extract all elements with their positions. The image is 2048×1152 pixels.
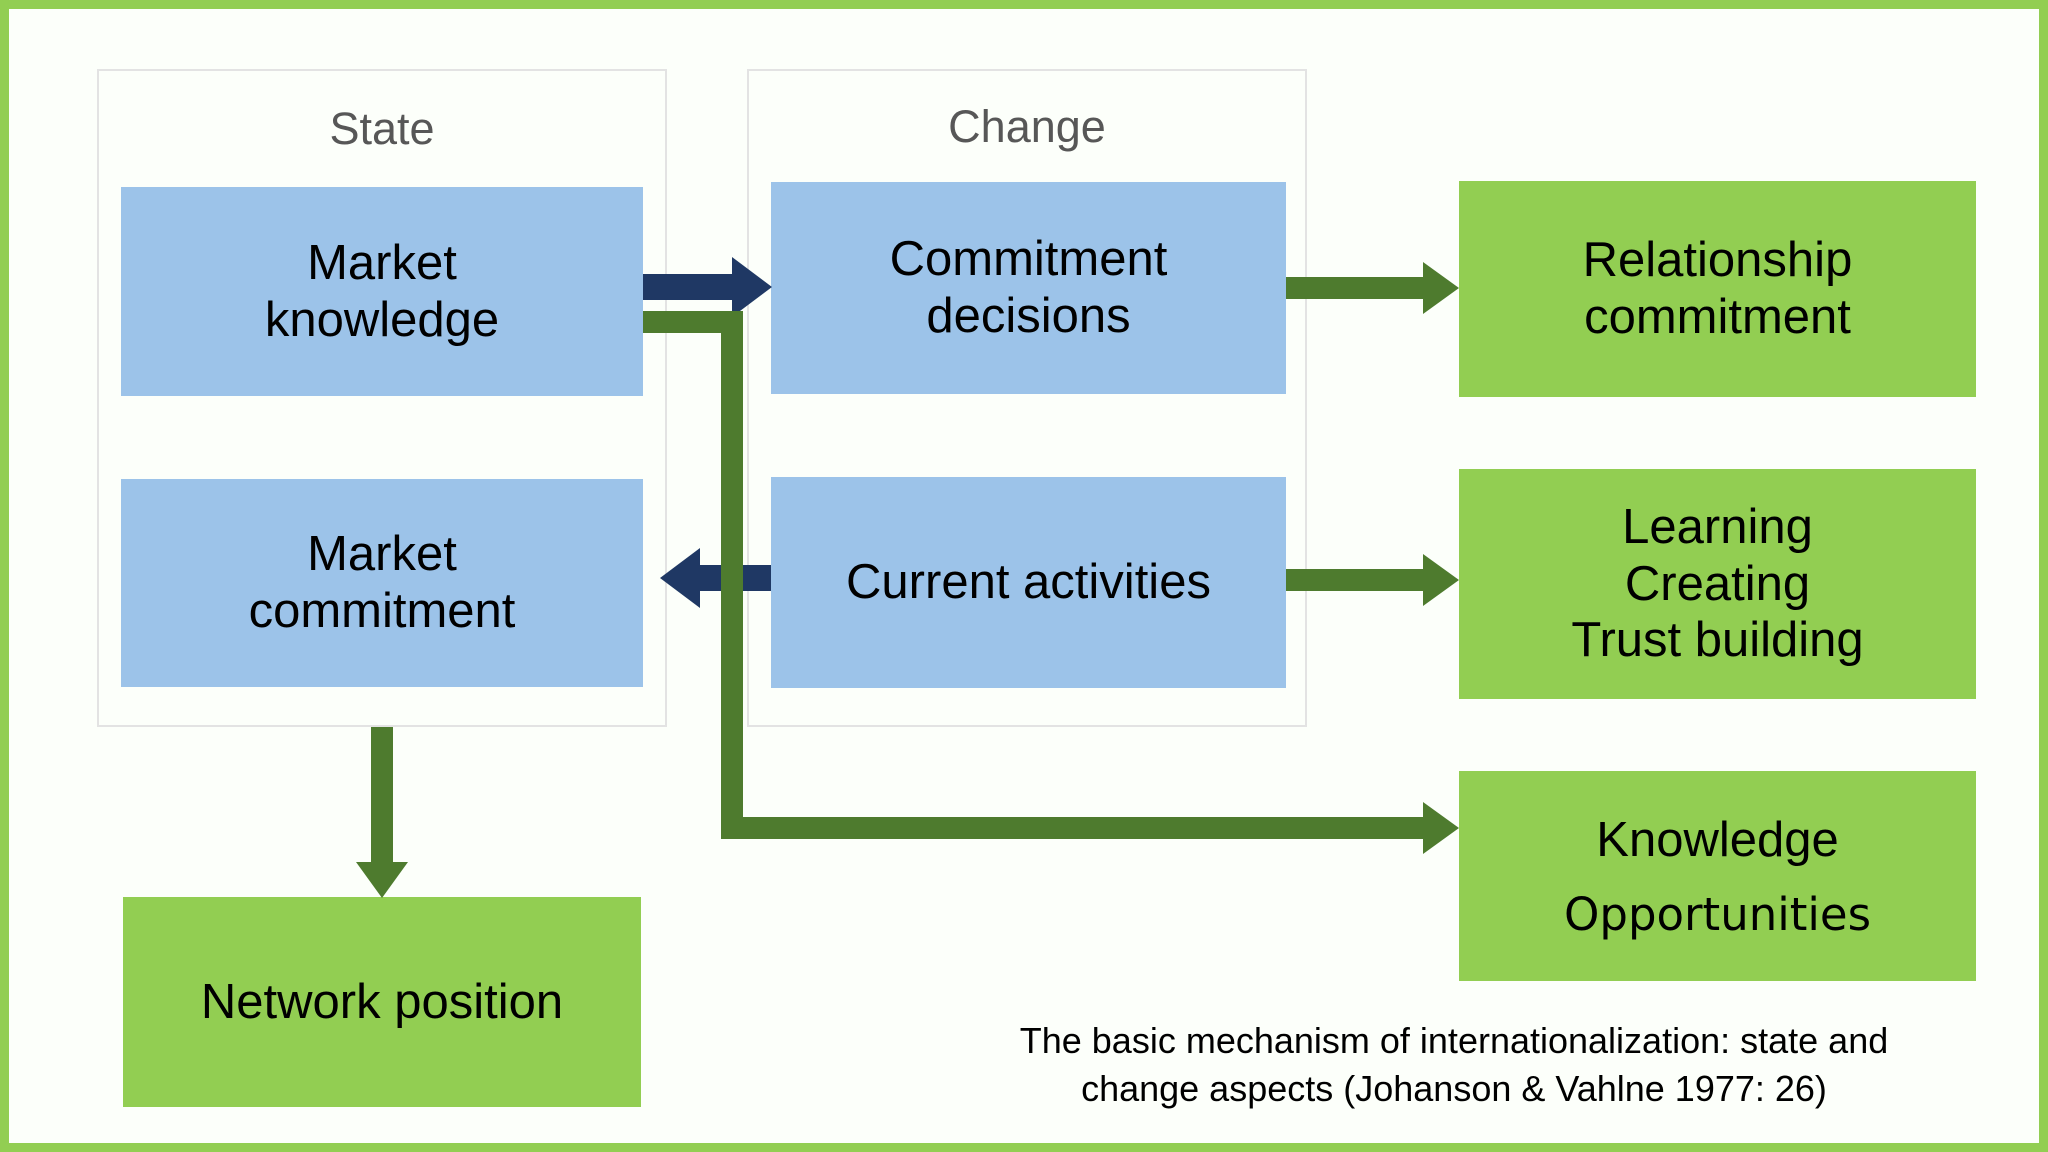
arrow-activities-to-learning-shaft	[1286, 569, 1426, 591]
box-learning-creating-trust-line1: Learning	[1622, 499, 1813, 554]
box-market-knowledge-text: Market knowledge	[121, 235, 643, 349]
box-network-position-line1: Network position	[200, 974, 564, 1029]
box-learning-creating-trust-text: Learning Creating Trust building	[1459, 499, 1976, 669]
panel-change	[747, 69, 1307, 727]
arrow-knowledge-to-opportunities-vertical	[721, 311, 743, 839]
box-knowledge-opportunities[interactable]: Knowledge Opportunities	[1459, 771, 1976, 981]
box-knowledge-opportunities-line2: Opportunities	[1563, 888, 1872, 942]
arrow-activities-to-learning-head	[1423, 554, 1459, 606]
figure-caption: The basic mechanism of internationalizat…	[939, 1017, 1969, 1112]
box-commitment-decisions-line2: decisions	[926, 289, 1131, 343]
figure-caption-line1: The basic mechanism of internationalizat…	[1019, 1020, 1889, 1061]
box-market-commitment[interactable]: Market commitment	[121, 479, 643, 687]
box-relationship-commitment-line2: commitment	[1584, 290, 1851, 344]
box-market-commitment-line1: Market	[307, 527, 457, 582]
box-relationship-commitment[interactable]: Relationship commitment	[1459, 181, 1976, 397]
arrow-knowledge-to-decisions-shaft	[643, 274, 741, 300]
box-knowledge-opportunities-text: Knowledge Opportunities	[1459, 801, 1976, 951]
box-current-activities-text: Current activities	[771, 554, 1286, 611]
box-learning-creating-trust-line2: Creating	[1624, 556, 1811, 611]
box-learning-creating-trust[interactable]: Learning Creating Trust building	[1459, 469, 1976, 699]
arrow-state-to-network-head	[356, 862, 408, 898]
box-relationship-commitment-text: Relationship commitment	[1459, 232, 1976, 346]
box-current-activities[interactable]: Current activities	[771, 477, 1286, 688]
arrow-knowledge-to-opportunities-head	[1423, 802, 1459, 854]
box-network-position[interactable]: Network position	[123, 897, 641, 1107]
box-knowledge-opportunities-line1: Knowledge	[1596, 812, 1839, 867]
box-network-position-text: Network position	[123, 974, 641, 1031]
panel-state	[97, 69, 667, 727]
box-relationship-commitment-line1: Relationship	[1582, 233, 1853, 288]
arrow-decisions-to-relationship-shaft	[1286, 277, 1426, 299]
box-commitment-decisions-text: Commitment decisions	[771, 231, 1286, 345]
arrow-knowledge-to-opportunities-top-horizontal	[643, 311, 743, 333]
arrow-knowledge-to-opportunities-bottom-horizontal	[721, 817, 1427, 839]
arrow-activities-to-commitment-head	[660, 548, 700, 608]
panel-state-title: State	[329, 103, 435, 154]
box-commitment-decisions[interactable]: Commitment decisions	[771, 182, 1286, 394]
box-current-activities-line1: Current activities	[846, 555, 1211, 610]
box-market-commitment-line2: commitment	[248, 584, 516, 638]
panel-change-title: Change	[948, 101, 1106, 152]
box-market-knowledge[interactable]: Market knowledge	[121, 187, 643, 396]
box-market-commitment-text: Market commitment	[121, 526, 643, 640]
box-market-knowledge-line2: knowledge	[264, 292, 500, 347]
arrow-knowledge-to-decisions-head	[732, 257, 772, 317]
arrow-state-to-network-shaft	[371, 727, 393, 867]
box-commitment-decisions-line1: Commitment	[889, 232, 1168, 287]
arrow-decisions-to-relationship-head	[1423, 262, 1459, 314]
figure-caption-line2: change aspects (Johanson & Vahlne 1977: …	[1081, 1067, 1827, 1109]
box-learning-creating-trust-line3: Trust building	[1571, 613, 1864, 668]
box-market-knowledge-line1: Market	[307, 235, 457, 290]
